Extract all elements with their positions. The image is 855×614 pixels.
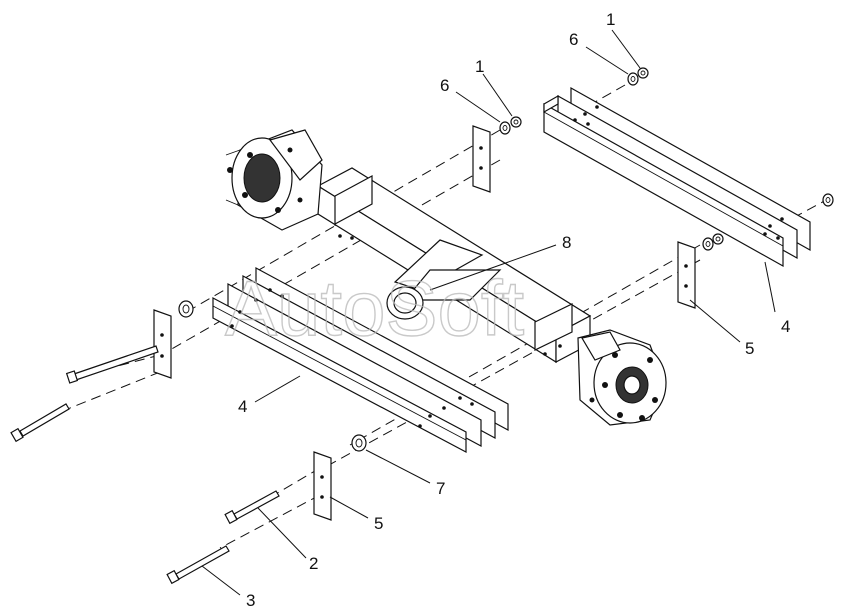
callout-4-left: 4 xyxy=(238,397,247,416)
plate-right xyxy=(677,241,696,309)
callout-1-top: 1 xyxy=(606,10,615,29)
callout-6-top: 6 xyxy=(569,30,578,49)
callout-3: 3 xyxy=(246,591,255,610)
spring-leaf-pack-lower xyxy=(212,266,509,453)
bolt-part-3 xyxy=(166,545,230,585)
bushing-lower xyxy=(351,434,367,452)
nut-washer-middle xyxy=(499,116,522,135)
nut-washer-right xyxy=(702,193,834,251)
callout-6-middle: 6 xyxy=(440,76,449,95)
nut-washer-top xyxy=(627,67,649,86)
callout-labels: 1 6 1 6 8 4 5 4 7 5 2 3 xyxy=(238,10,790,610)
callout-8: 8 xyxy=(562,233,571,252)
bolt-part-2 xyxy=(224,490,280,525)
plate-left xyxy=(153,309,172,379)
wheel-hub-right xyxy=(577,329,667,426)
leader-lines xyxy=(201,29,776,596)
callout-2: 2 xyxy=(309,554,318,573)
wheel-hub-left xyxy=(225,129,323,231)
plate-upper-left xyxy=(472,125,491,193)
bolt-lower-left xyxy=(10,403,70,443)
callout-5-right: 5 xyxy=(745,339,754,358)
bolt-upper-left xyxy=(65,345,159,384)
bushing-left xyxy=(178,300,194,318)
callout-1-middle: 1 xyxy=(475,57,484,76)
plate-lower xyxy=(313,451,332,521)
callout-7: 7 xyxy=(436,479,445,498)
spring-leaf-pack-upper xyxy=(543,86,811,268)
callout-5-lower: 5 xyxy=(374,514,383,533)
axle-beam xyxy=(316,167,592,364)
callout-4-right: 4 xyxy=(781,317,790,336)
watermark-text: AutoSoft xyxy=(225,264,525,352)
